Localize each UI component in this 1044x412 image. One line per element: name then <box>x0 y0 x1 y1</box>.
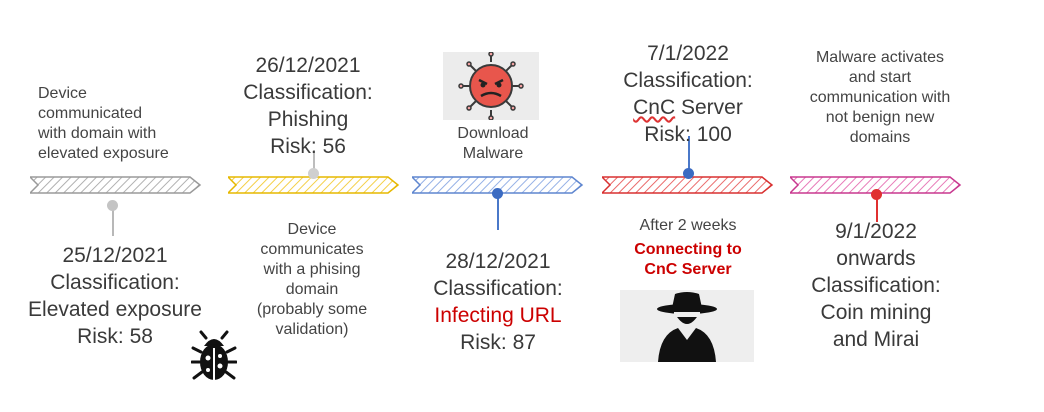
timeline-segment-5 <box>790 176 962 194</box>
cnc-word: CnC <box>633 96 676 119</box>
event-5-description: Malware activates and start communicatio… <box>809 49 951 146</box>
virus-image <box>443 51 539 121</box>
connector-1 <box>112 206 114 236</box>
marker-dot-4 <box>683 168 694 179</box>
timeline-segment-3 <box>412 176 584 194</box>
event-2-details: 26/12/2021 Classification: Phishing Risk… <box>243 54 373 158</box>
server-word: Server <box>675 96 743 119</box>
marker-dot-1 <box>107 200 118 211</box>
event-1-details: 25/12/2021 Classification: Elevated expo… <box>28 244 202 348</box>
event-1-description: Device communicated with domain with ele… <box>38 85 169 162</box>
hacker-image <box>620 290 754 362</box>
event-3-date: 28/12/2021 <box>445 250 551 273</box>
event-3-classification-value: Infecting URL <box>434 304 562 327</box>
marker-dot-3 <box>492 188 503 199</box>
hacker-icon <box>657 292 717 362</box>
event-3-risk: Risk: 87 <box>460 331 536 354</box>
marker-dot-5 <box>871 189 882 200</box>
connector-2 <box>313 150 315 176</box>
marker-dot-2 <box>308 168 319 179</box>
event-4-risk: Risk: 100 <box>644 123 732 146</box>
bug-icon <box>191 330 237 380</box>
event-4-classification-value: CnC Server <box>600 94 776 121</box>
event-5-details: 9/1/2022 onwards Classification: Coin mi… <box>811 220 941 351</box>
event-3-classification-label: Classification: <box>433 277 563 300</box>
event-4-connecting-label: Connecting to CnC Server <box>634 241 742 278</box>
connector-3 <box>497 196 499 230</box>
timeline-segment-4 <box>602 176 774 194</box>
event-3-description: Download Malware <box>457 125 529 162</box>
timeline-segment-2 <box>228 176 400 194</box>
event-4-details: 7/1/2022 Classification: <box>623 42 753 92</box>
event-4-note: After 2 weeks <box>639 217 737 234</box>
event-2-description: Device communicates with a phising domai… <box>256 221 368 338</box>
connector-5 <box>876 196 878 222</box>
connector-4 <box>688 136 690 174</box>
timeline-segment-1 <box>30 176 202 194</box>
virus-icon <box>458 51 524 121</box>
